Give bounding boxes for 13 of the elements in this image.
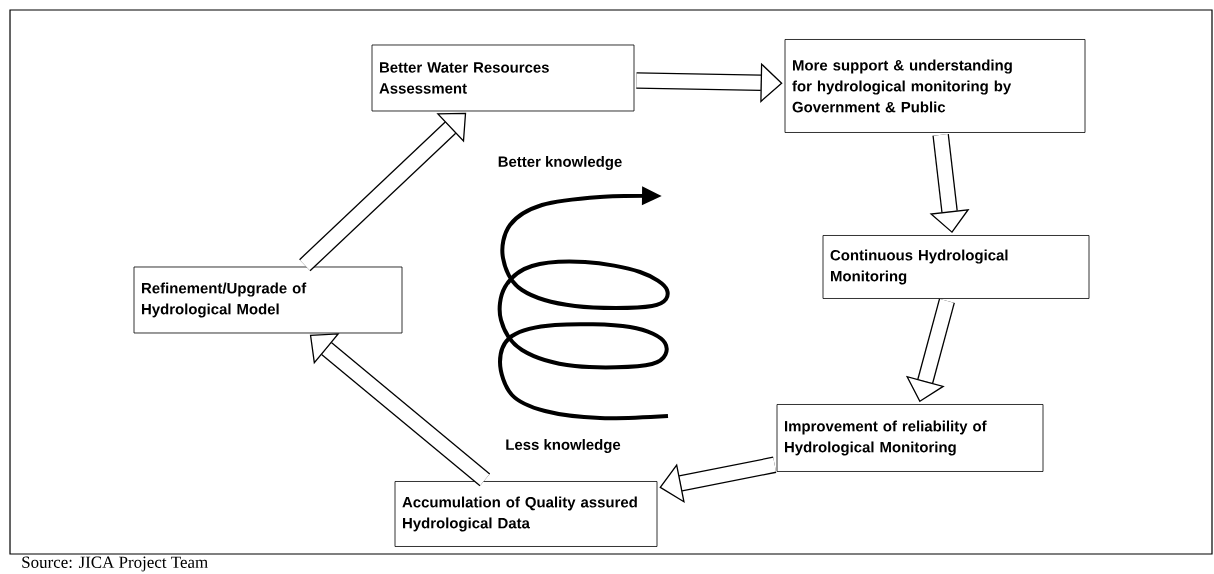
process-box: Refinement/Upgrade of Hydrological Model — [133, 266, 403, 334]
process-box: Better Water Resources Assessment — [371, 44, 635, 112]
block-arrow — [659, 456, 777, 504]
process-box: Continuous Hydrological Monitoring — [822, 235, 1090, 299]
process-box: Improvement of reliability of Hydrological Monitoring — [776, 404, 1044, 472]
process-box: Accumulation of Quality assured Hydrological Data — [394, 481, 658, 547]
block-arrow — [636, 62, 783, 103]
block-arrow — [299, 112, 467, 272]
source-note: Source: JICA Project Team — [22, 556, 208, 572]
axis-label: Better knowledge — [498, 156, 622, 170]
block-arrow — [309, 333, 491, 487]
axis-label: Less knowledge — [506, 439, 621, 453]
process-box: More support & understanding for hydrological monitoring by Government & Public — [784, 39, 1086, 133]
